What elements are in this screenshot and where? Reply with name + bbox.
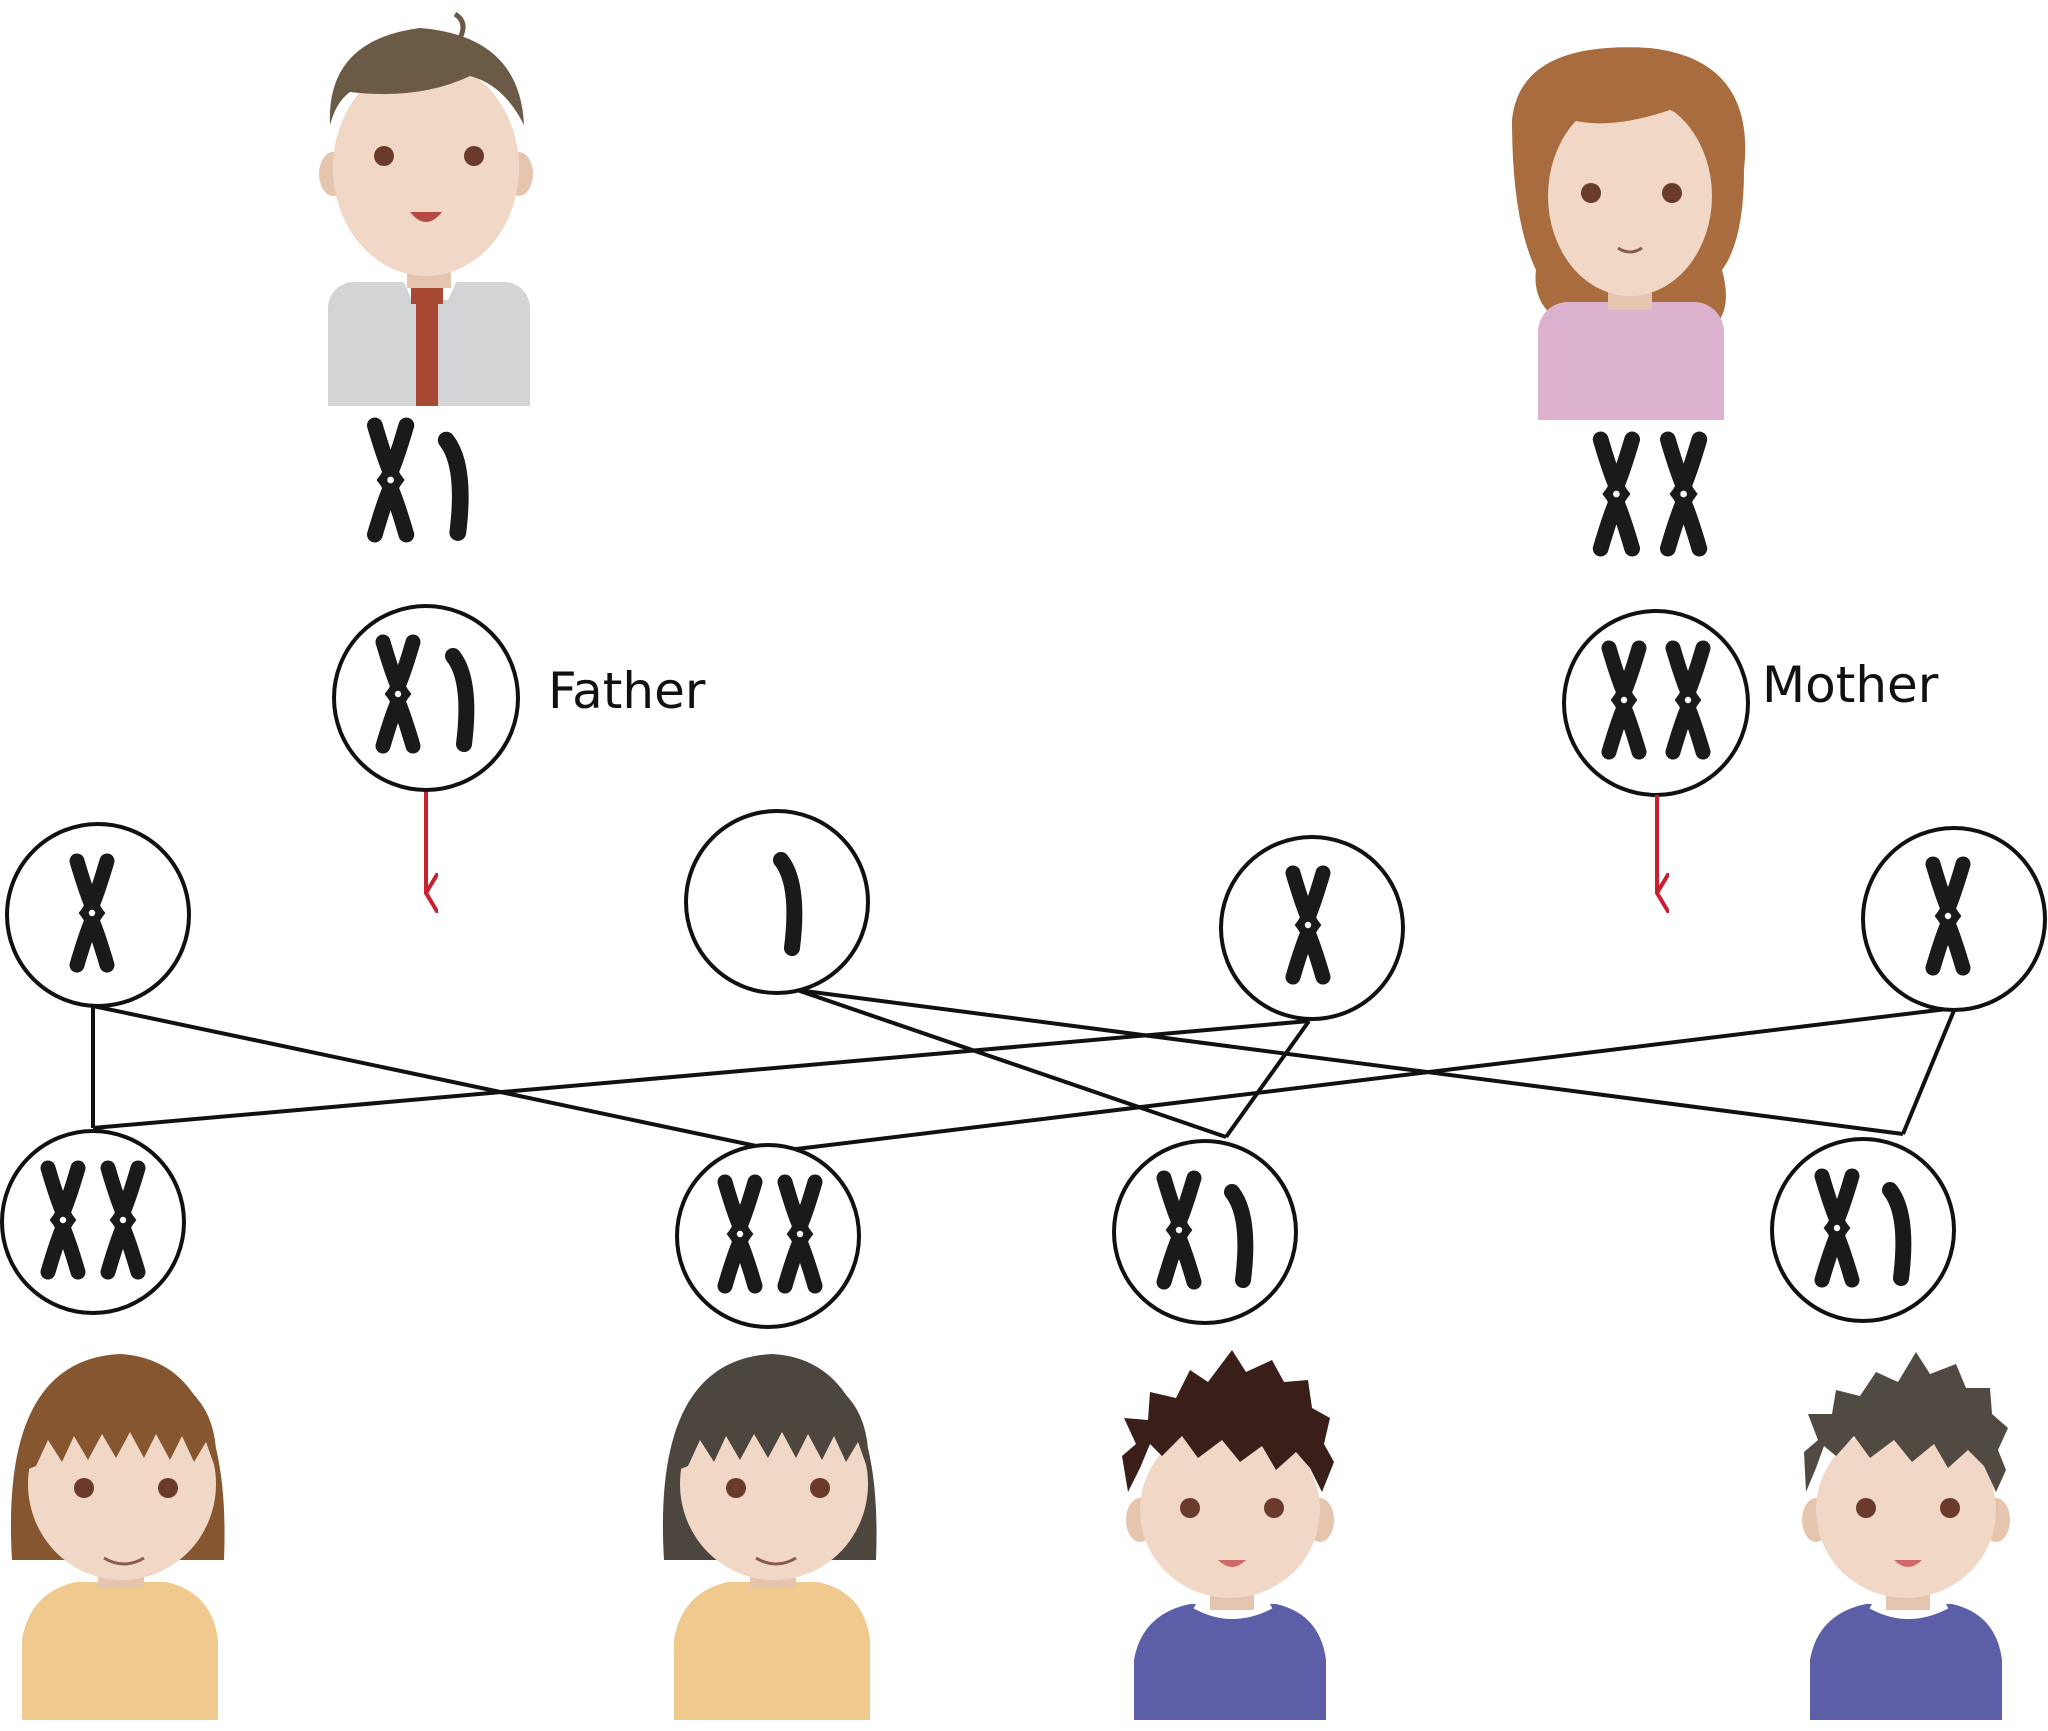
son-1-figure: [1122, 1350, 1334, 1720]
child-3-karyotype-circle: [1112, 1139, 1298, 1325]
father-figure: [319, 11, 533, 406]
child-2-karyotype-circle: [675, 1143, 861, 1329]
daughter-2-figure: [662, 1354, 877, 1720]
father-karyotype-circle: [332, 604, 520, 792]
son-2-figure: [1802, 1352, 2010, 1720]
mother-karyotype: [1601, 439, 1700, 548]
daughter-1-figure: [10, 1354, 225, 1720]
gamete-father-x: [5, 822, 191, 1008]
father-label: Father: [548, 662, 706, 720]
gamete-mother-x-1: [1219, 835, 1405, 1021]
gamete-father-y: [684, 809, 870, 995]
mother-figure: [1512, 47, 1746, 420]
father-karyotype: [375, 425, 460, 534]
child-1-karyotype-circle: [0, 1129, 186, 1315]
gamete-mother-x-2: [1861, 826, 2047, 1012]
mother-label: Mother: [1762, 656, 1939, 714]
inheritance-lines: [91, 988, 1957, 1153]
mother-karyotype-circle: [1562, 609, 1750, 797]
child-4-karyotype-circle: [1770, 1137, 1956, 1323]
